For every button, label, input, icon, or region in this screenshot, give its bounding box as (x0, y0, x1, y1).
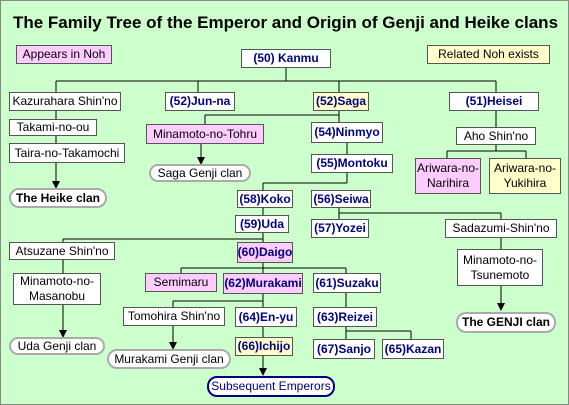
node-tomohira: Tomohira Shin'no (123, 307, 225, 326)
node-sadazumi: Sadazumi-Shin'no (445, 219, 557, 238)
node-minamoto-tohru: Minamoto-no-Tohru (146, 124, 264, 144)
node-takami: Takami-no-ou (9, 119, 97, 136)
node-ariwara-narihira: Ariwara-no-Narihira (415, 158, 481, 194)
node-heike-clan: The Heike clan (9, 188, 107, 208)
node-minamoto-masanobu: Minamoto-no-Masanobu (13, 273, 101, 305)
node-aho: Aho Shin'no (456, 127, 536, 145)
legend-related-noh-exists: Related Noh exists (427, 45, 550, 64)
node-daigo: (60)Daigo (237, 242, 293, 263)
node-sanjo: (67)Sanjo (313, 339, 375, 359)
node-suzaku: (61)Suzaku (313, 273, 381, 293)
node-atsuzane: Atsuzane Shin'no (9, 242, 115, 260)
node-ariwara-yukihira: Ariwara-no-Yukihira (489, 158, 561, 194)
node-saga-genji-clan: Saga Genji clan (149, 164, 251, 182)
node-murakami-genji-clan: Murakami Genji clan (107, 349, 231, 369)
node-uda-genji-clan: Uda Genji clan (9, 337, 105, 355)
node-semimaru: Semimaru (145, 273, 217, 292)
node-kazurahara: Kazurahara Shin'no (9, 92, 121, 111)
node-seiwa: (56)Seiwa (311, 190, 371, 208)
node-ichijo: (66)Ichijo (235, 337, 293, 356)
node-subsequent-emperors: Subsequent Emperors (207, 376, 335, 397)
node-uda: (59)Uda (235, 215, 289, 233)
node-reizei: (63)Reizei (313, 307, 377, 327)
node-saga: (52)Saga (313, 92, 369, 111)
node-murakami: (62)Murakami (223, 273, 303, 294)
node-kazan: (65)Kazan (382, 339, 444, 359)
node-minamoto-tsunemoto: Minamoto-no-Tsunemoto (457, 249, 543, 286)
node-koko: (58)Koko (237, 190, 293, 208)
node-kanmu: (50) Kanmu (241, 49, 331, 68)
node-heisei: (51)Heisei (449, 92, 539, 111)
node-genji-clan: The GENJI clan (456, 312, 556, 333)
node-ninmyo: (54)Ninmyo (311, 122, 383, 143)
node-yozei: (57)Yozei (311, 219, 369, 238)
node-montoku: (55)Montoku (311, 154, 393, 173)
legend-appears-in-noh: Appears in Noh (16, 45, 112, 64)
diagram-title: The Family Tree of the Emperor and Origi… (12, 13, 559, 32)
node-junna: (52)Jun-na (165, 92, 235, 111)
node-enyu: (64)En-yu (235, 307, 297, 327)
node-taira-takamochi: Taira-no-Takamochi (9, 143, 125, 163)
